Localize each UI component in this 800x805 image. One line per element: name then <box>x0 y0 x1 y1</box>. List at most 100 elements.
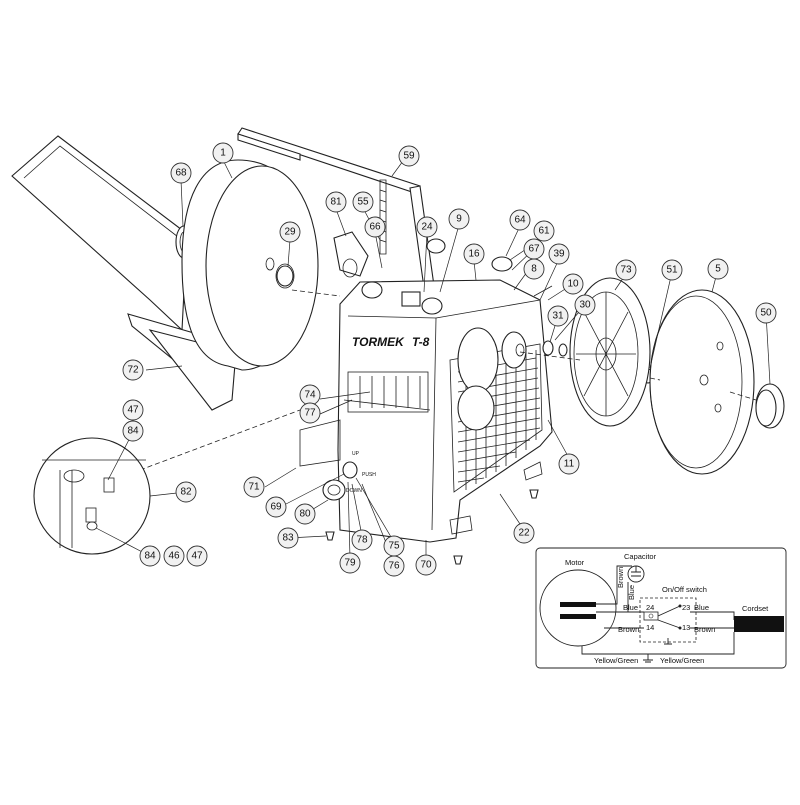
callout-number: 84 <box>144 551 156 562</box>
callout-number: 47 <box>127 405 139 416</box>
callout-number: 83 <box>282 533 294 544</box>
callout-number: 11 <box>564 459 575 470</box>
callout-80: 80 <box>294 503 316 525</box>
callout-number: 50 <box>760 308 772 319</box>
capacitor-label: Capacitor <box>624 552 657 561</box>
callout-number: 59 <box>403 151 415 162</box>
callout-74: 74 <box>299 384 321 406</box>
switch-label-up: UP <box>352 451 360 457</box>
callout-number: 68 <box>175 168 187 179</box>
brown-label-2: Brown <box>618 625 639 634</box>
callout-47-top: 47 <box>122 399 144 421</box>
callout-11: 11 <box>558 453 580 475</box>
callout-number: 77 <box>304 408 316 419</box>
callout-9: 9 <box>448 208 470 230</box>
cordset-cable <box>734 616 784 632</box>
top-knobs <box>333 179 513 315</box>
callout-number: 47 <box>191 551 203 562</box>
callout-number: 24 <box>421 222 433 233</box>
terminal-13: 13 <box>682 623 690 632</box>
terminal-24: 24 <box>646 603 654 612</box>
callout-72: 72 <box>122 359 144 381</box>
callout-number: 30 <box>579 300 591 311</box>
callout-number: 66 <box>369 222 381 233</box>
callout-number: 1 <box>220 148 226 159</box>
callout-29: 29 <box>279 221 301 243</box>
motor-symbol <box>539 569 617 647</box>
callout-73: 73 <box>615 259 637 281</box>
callout-number: 64 <box>514 215 526 226</box>
callout-79: 79 <box>339 552 361 574</box>
callout-number: 67 <box>528 244 540 255</box>
on-off-switch-assembly <box>322 461 358 501</box>
callout-number: 71 <box>248 482 260 493</box>
callout-61: 61 <box>533 220 555 242</box>
callout-47-bottom: 47 <box>186 545 208 567</box>
callout-64: 64 <box>509 209 531 231</box>
callout-number: 5 <box>715 264 721 275</box>
callout-76: 76 <box>383 555 405 577</box>
leather-honing-wheel <box>649 289 755 475</box>
callout-number: 70 <box>420 560 432 571</box>
callout-22: 22 <box>513 522 535 544</box>
callout-77: 77 <box>299 402 321 424</box>
callout-50: 50 <box>755 302 777 324</box>
callout-number: 9 <box>456 214 462 225</box>
on-off-switch-label: On/Off switch <box>662 585 707 594</box>
terminal-14: 14 <box>646 623 654 632</box>
callout-1: 1 <box>212 142 234 164</box>
callout-number: 78 <box>356 535 368 546</box>
callout-number: 8 <box>531 264 537 275</box>
callout-70: 70 <box>415 554 437 576</box>
callout-number: 84 <box>127 426 139 437</box>
callout-number: 79 <box>344 558 356 569</box>
brand-logo: TORMEK <box>352 335 405 349</box>
callout-55: 55 <box>352 191 374 213</box>
callout-16: 16 <box>463 243 485 265</box>
callout-82: 82 <box>175 481 197 503</box>
cordset-label: Cordset <box>742 604 769 613</box>
grindstone-wheel <box>181 159 319 371</box>
callout-51: 51 <box>661 259 683 281</box>
callout-number: 61 <box>538 226 550 237</box>
callout-number: 31 <box>552 311 564 322</box>
callout-67: 67 <box>523 238 545 260</box>
callout-31: 31 <box>547 305 569 327</box>
callout-84-bottom: 84 <box>139 545 161 567</box>
callout-78: 78 <box>351 529 373 551</box>
motor-label: Motor <box>565 558 585 567</box>
yellow-green-label-1: Yellow/Green <box>594 656 638 665</box>
callout-number: 74 <box>304 390 316 401</box>
callout-81: 81 <box>325 191 347 213</box>
callout-46: 46 <box>163 545 185 567</box>
callout-84-top: 84 <box>122 420 144 442</box>
callout-number: 10 <box>567 279 579 290</box>
callout-66: 66 <box>364 216 386 238</box>
callout-number: 81 <box>330 197 342 208</box>
callout-24: 24 <box>416 216 438 238</box>
wiring-diagram: Motor Capacitor Brown Blue On/Off switch… <box>535 547 787 669</box>
callout-10: 10 <box>562 273 584 295</box>
switch-label-push: PUSH <box>362 472 376 478</box>
callout-number: 73 <box>620 265 632 276</box>
blue-label-2: Blue <box>623 603 638 612</box>
callout-8: 8 <box>523 258 545 280</box>
callout-number: 29 <box>284 227 296 238</box>
callout-68: 68 <box>170 162 192 184</box>
blue-label-1: Blue <box>627 585 636 600</box>
callout-number: 80 <box>299 509 311 520</box>
terminal-23: 23 <box>682 603 690 612</box>
callout-83: 83 <box>277 527 299 549</box>
callout-number: 16 <box>468 249 480 260</box>
callout-71: 71 <box>243 476 265 498</box>
callout-number: 69 <box>270 502 282 513</box>
callout-number: 51 <box>666 265 678 276</box>
blue-label-3: Blue <box>694 603 709 612</box>
model-label: T-8 <box>412 335 430 349</box>
wheel-nut-knob <box>755 383 785 429</box>
brown-label-3: Brown <box>694 625 715 634</box>
machine-housing <box>299 279 553 543</box>
honing-wheel-hub <box>569 277 651 427</box>
callout-number: 75 <box>388 541 400 552</box>
